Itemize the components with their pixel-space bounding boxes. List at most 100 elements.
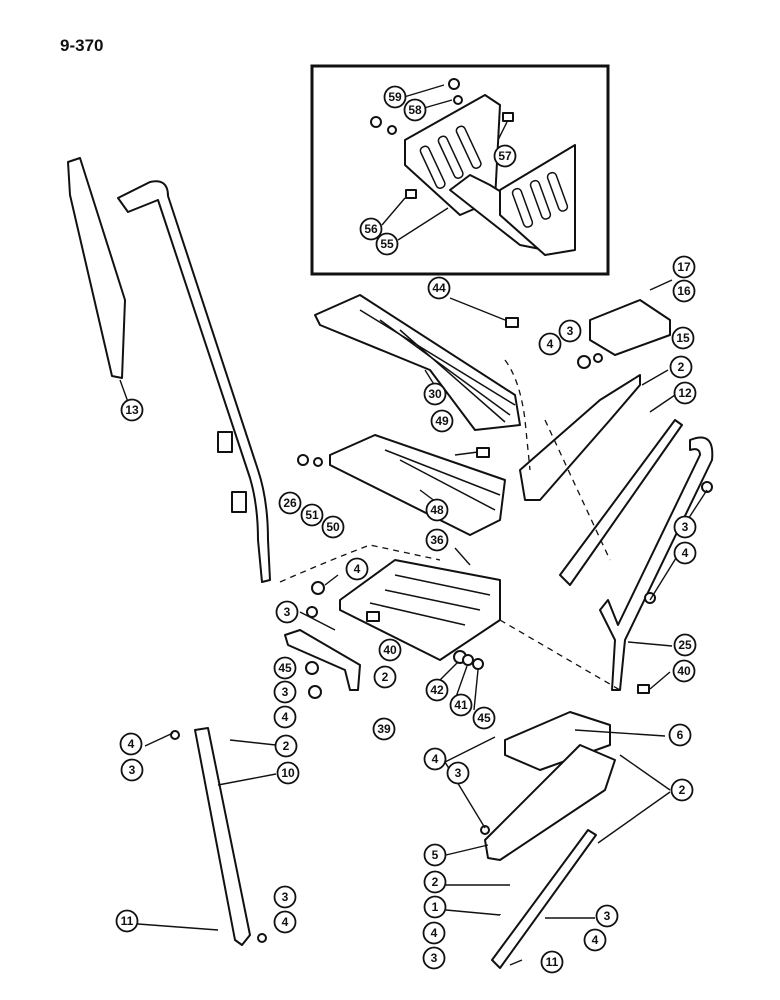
callout-4: 4 bbox=[422, 921, 446, 945]
svg-text:15: 15 bbox=[676, 331, 690, 345]
callout-2: 2 bbox=[670, 778, 694, 802]
callout-39: 39 bbox=[372, 717, 396, 741]
svg-text:4: 4 bbox=[128, 737, 135, 751]
svg-text:3: 3 bbox=[284, 605, 291, 619]
callout-4: 4 bbox=[538, 332, 562, 356]
callout-42: 42 bbox=[425, 678, 449, 702]
svg-text:25: 25 bbox=[678, 638, 692, 652]
part-26-handrail bbox=[117, 180, 271, 583]
callout-3: 3 bbox=[673, 515, 697, 539]
svg-text:55: 55 bbox=[380, 237, 394, 251]
callout-2: 2 bbox=[274, 734, 298, 758]
callout-4: 4 bbox=[273, 910, 297, 934]
svg-text:4: 4 bbox=[354, 562, 361, 576]
svg-text:26: 26 bbox=[283, 496, 297, 510]
part-16-block bbox=[589, 299, 671, 356]
callout-17: 17 bbox=[672, 255, 696, 279]
svg-text:48: 48 bbox=[430, 503, 444, 517]
svg-text:41: 41 bbox=[454, 698, 468, 712]
svg-text:2: 2 bbox=[679, 783, 686, 797]
part-39-bracket bbox=[284, 629, 361, 691]
callout-55: 55 bbox=[375, 232, 399, 256]
callout-58: 58 bbox=[403, 98, 427, 122]
callout-56: 56 bbox=[359, 217, 383, 241]
svg-text:13: 13 bbox=[125, 403, 139, 417]
callout-11: 11 bbox=[115, 909, 139, 933]
handrail-tab-lower bbox=[231, 491, 247, 513]
svg-text:6: 6 bbox=[677, 728, 684, 742]
callout-25: 25 bbox=[673, 633, 697, 657]
callout-13: 13 bbox=[120, 398, 144, 422]
svg-text:4: 4 bbox=[547, 337, 554, 351]
part-48-step bbox=[329, 434, 506, 536]
callout-3: 3 bbox=[422, 946, 446, 970]
svg-text:4: 4 bbox=[682, 546, 689, 560]
part-30-step bbox=[314, 294, 521, 431]
handrail-tab-upper bbox=[217, 431, 233, 453]
callout-51: 51 bbox=[300, 503, 324, 527]
svg-text:3: 3 bbox=[129, 763, 136, 777]
fasteners bbox=[170, 317, 713, 943]
callout-4: 4 bbox=[423, 747, 447, 771]
svg-text:2: 2 bbox=[382, 670, 389, 684]
callout-6: 6 bbox=[668, 723, 692, 747]
assembly-line bbox=[499, 619, 621, 691]
callout-48: 48 bbox=[425, 498, 449, 522]
svg-text:45: 45 bbox=[278, 661, 292, 675]
assembly-line bbox=[544, 419, 611, 561]
callout-2: 2 bbox=[423, 870, 447, 894]
svg-text:3: 3 bbox=[282, 890, 289, 904]
callout-59: 59 bbox=[383, 85, 407, 109]
svg-text:2: 2 bbox=[678, 360, 685, 374]
svg-text:10: 10 bbox=[281, 766, 295, 780]
part-15-bracket bbox=[519, 374, 641, 501]
svg-text:11: 11 bbox=[121, 914, 134, 928]
callout-26: 26 bbox=[278, 491, 302, 515]
callout-44: 44 bbox=[427, 276, 451, 300]
svg-text:11: 11 bbox=[546, 955, 559, 969]
svg-text:12: 12 bbox=[678, 386, 692, 400]
svg-text:49: 49 bbox=[435, 414, 449, 428]
callout-11: 11 bbox=[540, 950, 564, 974]
callout-3: 3 bbox=[446, 761, 470, 785]
svg-text:58: 58 bbox=[408, 103, 422, 117]
callout-3: 3 bbox=[275, 600, 299, 624]
part-5-bracket bbox=[484, 744, 616, 861]
page-number: 9-370 bbox=[60, 36, 104, 55]
svg-text:4: 4 bbox=[432, 752, 439, 766]
part-10-bracket bbox=[194, 727, 251, 946]
part-6-block bbox=[504, 711, 611, 771]
svg-text:16: 16 bbox=[677, 284, 691, 298]
part-12-bar bbox=[559, 419, 683, 586]
leader-lines bbox=[119, 84, 708, 966]
callout-30: 30 bbox=[423, 382, 447, 406]
callout-3: 3 bbox=[120, 758, 144, 782]
svg-text:3: 3 bbox=[682, 520, 689, 534]
callout-3: 3 bbox=[273, 885, 297, 909]
callout-57: 57 bbox=[493, 144, 517, 168]
callout-3: 3 bbox=[558, 319, 582, 343]
callout-3: 3 bbox=[273, 680, 297, 704]
part-1-bar bbox=[491, 829, 597, 969]
svg-text:39: 39 bbox=[377, 722, 391, 736]
part-25-rail bbox=[599, 436, 714, 691]
svg-text:59: 59 bbox=[388, 90, 402, 104]
callout-45: 45 bbox=[273, 656, 297, 680]
svg-text:30: 30 bbox=[428, 387, 442, 401]
svg-text:51: 51 bbox=[305, 508, 319, 522]
svg-text:3: 3 bbox=[455, 766, 462, 780]
callout-4: 4 bbox=[583, 928, 607, 952]
callout-50: 50 bbox=[321, 515, 345, 539]
svg-text:4: 4 bbox=[282, 915, 289, 929]
assembly-line bbox=[504, 359, 531, 471]
svg-text:4: 4 bbox=[282, 710, 289, 724]
svg-text:57: 57 bbox=[498, 149, 512, 163]
callout-45: 45 bbox=[472, 706, 496, 730]
callout-4: 4 bbox=[345, 557, 369, 581]
svg-text:40: 40 bbox=[677, 664, 691, 678]
svg-text:3: 3 bbox=[282, 685, 289, 699]
part-13-bracket bbox=[67, 157, 126, 379]
svg-text:1: 1 bbox=[432, 900, 439, 914]
svg-text:2: 2 bbox=[283, 739, 290, 753]
callout-4: 4 bbox=[673, 541, 697, 565]
